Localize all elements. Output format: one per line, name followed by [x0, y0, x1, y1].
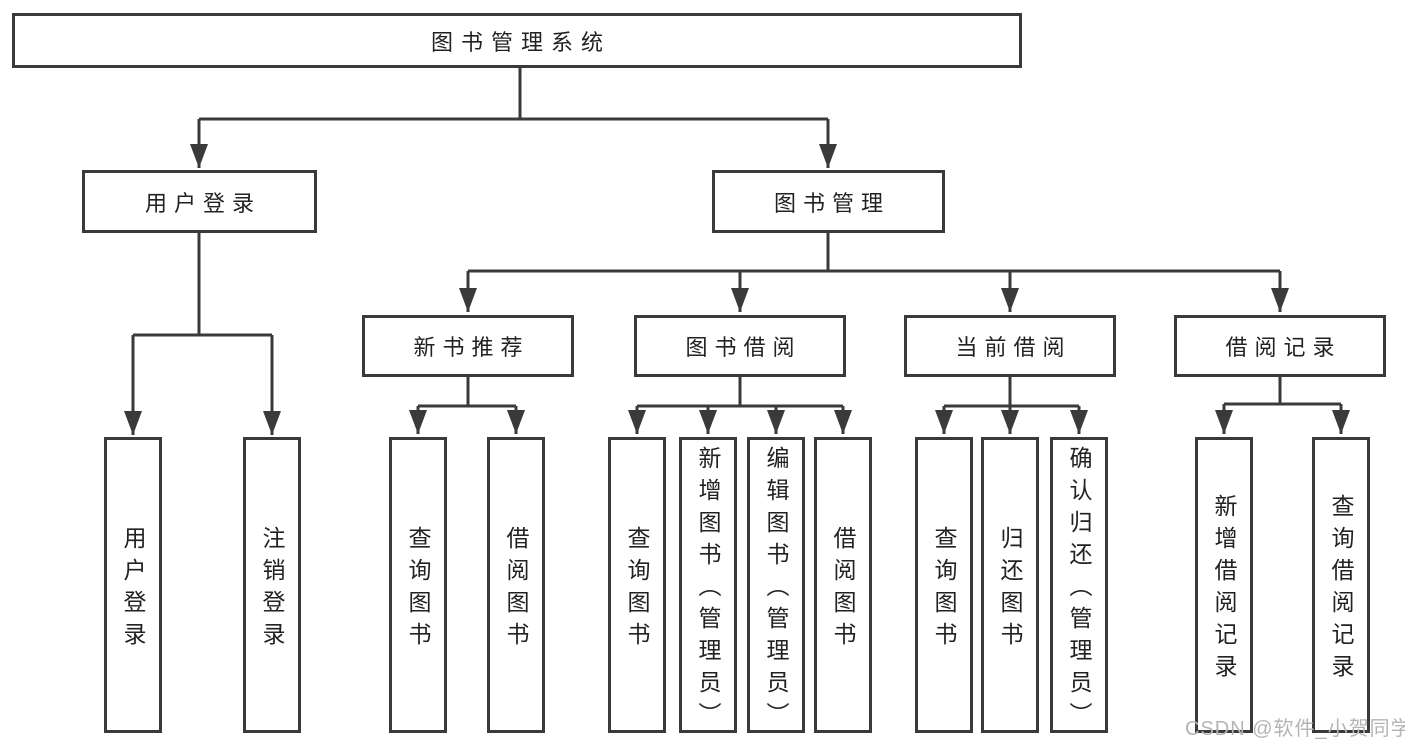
- leaf-current-confirm-return-admin-label: 确认归还（管理员）: [1066, 445, 1092, 734]
- leaf-recommend-query-book-label: 查询图书: [405, 525, 431, 654]
- node-current-borrowing: 当前借阅: [904, 315, 1116, 377]
- node-library-system: 图书管理系统: [12, 13, 1022, 68]
- leaf-borrowing-query-book-label: 查询图书: [624, 525, 650, 654]
- leaf-recommend-borrow-book: 借阅图书: [487, 437, 545, 733]
- node-current-borrowing-label: 当前借阅: [955, 335, 1072, 360]
- node-borrow-records-label: 借阅记录: [1225, 335, 1342, 360]
- node-new-book-recommend: 新书推荐: [362, 315, 574, 377]
- leaf-borrowing-borrow-book-label: 借阅图书: [830, 525, 856, 654]
- node-book-borrowing-label: 图书借阅: [685, 335, 802, 360]
- leaf-borrowing-borrow-book: 借阅图书: [814, 437, 872, 733]
- leaf-logout: 注销登录: [243, 437, 301, 733]
- leaf-recommend-borrow-book-label: 借阅图书: [503, 525, 529, 654]
- leaf-records-add-record: 新增借阅记录: [1195, 437, 1253, 733]
- leaf-user-login: 用户登录: [104, 437, 162, 733]
- leaf-current-query-book-label: 查询图书: [931, 525, 957, 654]
- node-library-system-label: 图书管理系统: [430, 29, 611, 55]
- node-user-login-label: 用户登录: [144, 190, 261, 216]
- leaf-user-login-label: 用户登录: [120, 525, 146, 654]
- leaf-current-return-book: 归还图书: [981, 437, 1039, 733]
- node-borrow-records: 借阅记录: [1174, 315, 1386, 377]
- node-book-management: 图书管理: [712, 170, 945, 233]
- leaf-records-query-record-label: 查询借阅记录: [1328, 493, 1354, 686]
- leaf-borrowing-add-book-admin-label: 新增图书（管理员）: [695, 445, 721, 734]
- watermark: CSDN @软件_小贺同学: [1185, 718, 1405, 740]
- leaf-recommend-query-book: 查询图书: [389, 437, 447, 733]
- leaf-borrowing-query-book: 查询图书: [608, 437, 666, 733]
- node-book-borrowing: 图书借阅: [634, 315, 846, 377]
- leaf-current-return-book-label: 归还图书: [997, 525, 1023, 654]
- node-user-login: 用户登录: [82, 170, 317, 233]
- leaf-borrowing-edit-book-admin-label: 编辑图书（管理员）: [763, 445, 789, 734]
- leaf-current-query-book: 查询图书: [915, 437, 973, 733]
- leaf-borrowing-add-book-admin: 新增图书（管理员）: [679, 437, 737, 734]
- leaf-borrowing-edit-book-admin: 编辑图书（管理员）: [747, 437, 805, 734]
- leaf-current-confirm-return-admin: 确认归还（管理员）: [1050, 437, 1108, 734]
- leaf-records-add-record-label: 新增借阅记录: [1211, 493, 1237, 686]
- leaf-records-query-record: 查询借阅记录: [1312, 437, 1370, 733]
- leaf-logout-label: 注销登录: [259, 525, 285, 654]
- node-book-management-label: 图书管理: [773, 190, 890, 216]
- connector-root-stem: [133, 68, 1341, 408]
- node-new-book-recommend-label: 新书推荐: [413, 335, 530, 360]
